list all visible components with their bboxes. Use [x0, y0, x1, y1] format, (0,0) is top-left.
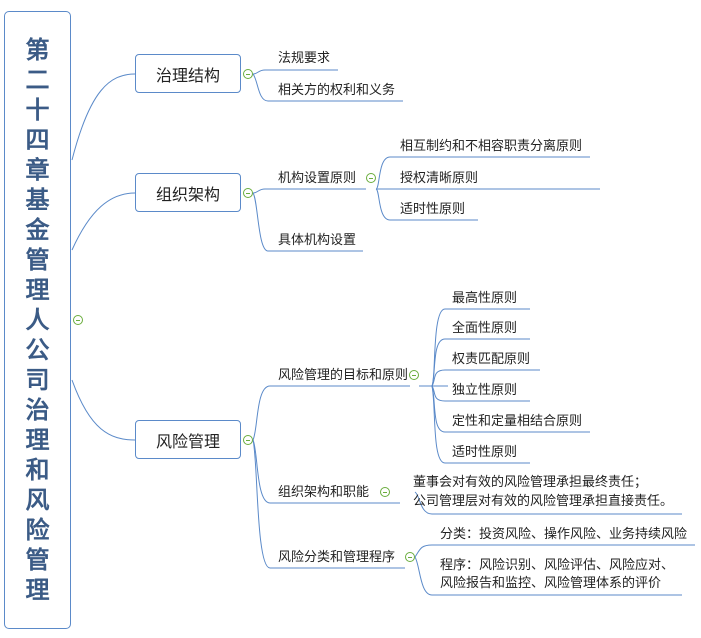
collapse-icon[interactable] — [243, 69, 253, 79]
subtopic[interactable]: 法规要求 — [278, 51, 331, 66]
root-title-char: 章 — [25, 156, 50, 184]
topic-label: 组织架构 — [155, 184, 220, 204]
topic-label: 风险管理 — [155, 431, 220, 451]
collapse-icon[interactable] — [243, 435, 253, 445]
leaf-line[interactable]: 公司管理层对有效的风险管理承担直接责任。 — [413, 494, 674, 509]
leaf[interactable]: 权责匹配原则 — [452, 352, 531, 367]
leaf-line[interactable]: 董事会对有效的风险管理承担最终责任； — [413, 475, 648, 490]
leaf[interactable]: 授权清晰原则 — [400, 171, 479, 186]
collapse-root-icon[interactable] — [73, 315, 83, 325]
subtopic[interactable]: 机构设置原则 — [278, 171, 357, 186]
root-title-char: 第 — [25, 36, 50, 64]
leaf[interactable]: 适时性原则 — [400, 202, 466, 217]
root-title-char: 治 — [25, 396, 50, 424]
root-title-char: 理 — [25, 576, 50, 604]
root-title-char: 金 — [25, 216, 50, 244]
root-title-char: 管 — [25, 246, 50, 274]
root-title-char: 理 — [25, 276, 50, 304]
leaf[interactable]: 全面性原则 — [452, 321, 518, 336]
root-title-char: 十 — [25, 96, 50, 124]
collapse-icon[interactable] — [243, 188, 253, 198]
leaf[interactable]: 适时性原则 — [452, 445, 518, 460]
leaf[interactable]: 独立性原则 — [452, 383, 518, 398]
root-title-char: 理 — [25, 426, 50, 454]
leaf[interactable]: 分类：投资风险、操作风险、业务持续风险 — [440, 527, 688, 542]
topic-organization[interactable]: 组织架构 — [135, 173, 241, 212]
subtopic[interactable]: 风险管理的目标和原则 — [278, 368, 409, 383]
collapse-icon[interactable] — [409, 370, 419, 380]
root-topic[interactable]: 第二十四章基金管理人公司治理和风险管理 — [4, 11, 71, 629]
subtopic[interactable]: 相关方的权利和义务 — [278, 83, 396, 98]
collapse-icon[interactable] — [380, 487, 390, 497]
root-title-char: 管 — [25, 546, 50, 574]
root-title-char: 司 — [25, 366, 50, 394]
root-title-char: 二 — [25, 66, 50, 94]
topic-risk-management[interactable]: 风险管理 — [135, 420, 241, 459]
subtopic[interactable]: 具体机构设置 — [278, 233, 357, 248]
subtopic[interactable]: 风险分类和管理程序 — [278, 550, 396, 565]
root-title-char: 基 — [25, 186, 50, 214]
leaf-line[interactable]: 程序：风险识别、风险评估、风险应对、 — [440, 558, 675, 573]
root-title-char: 公 — [25, 336, 50, 364]
collapse-icon[interactable] — [405, 552, 415, 562]
topic-governance[interactable]: 治理结构 — [135, 54, 241, 93]
root-title-char: 风 — [25, 486, 50, 514]
leaf[interactable]: 定性和定量相结合原则 — [452, 414, 583, 429]
topic-label: 治理结构 — [155, 65, 220, 85]
root-title-char: 四 — [25, 126, 50, 154]
leaf[interactable]: 相互制约和不相容职责分离原则 — [400, 139, 583, 154]
leaf[interactable]: 最高性原则 — [452, 291, 518, 306]
collapse-icon[interactable] — [366, 173, 376, 183]
subtopic[interactable]: 组织架构和职能 — [278, 485, 370, 500]
root-title-char: 和 — [25, 456, 50, 484]
root-title-char: 险 — [25, 516, 50, 544]
root-title-char: 人 — [25, 306, 50, 334]
leaf-line[interactable]: 风险报告和监控、风险管理体系的评价 — [440, 576, 662, 591]
